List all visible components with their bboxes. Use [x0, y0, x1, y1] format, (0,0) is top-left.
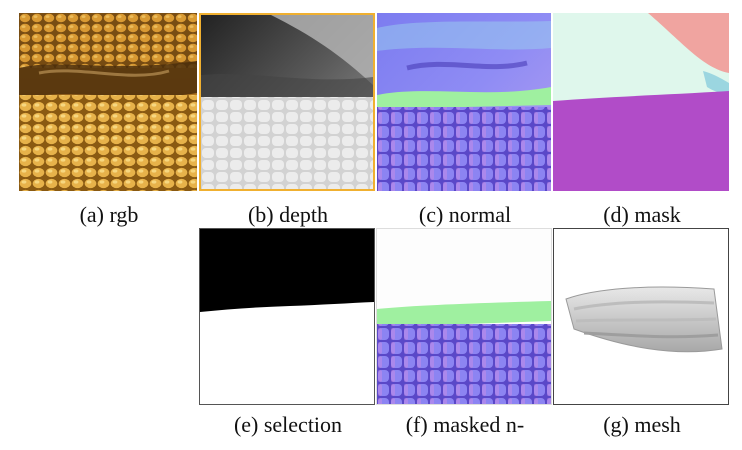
- caption-b: (b) depth: [247, 202, 329, 227]
- panel-mesh-image: [553, 228, 729, 405]
- caption-a: (a) rgb: [79, 202, 139, 227]
- panel-normal-image: [377, 13, 551, 191]
- caption-e: (e) selection: [233, 412, 343, 437]
- caption-g: (g) mesh: [603, 412, 681, 437]
- panel-rgb-image: [19, 13, 197, 191]
- caption-f: (f) masked n-: [405, 412, 525, 437]
- panel-selection-image: [199, 228, 375, 405]
- panel-masked-normal-image: [376, 228, 552, 405]
- caption-d: (d) mask: [603, 202, 681, 227]
- panel-mask-image: [553, 13, 729, 191]
- caption-c: (c) normal: [418, 202, 512, 227]
- panel-depth-image: [199, 13, 375, 191]
